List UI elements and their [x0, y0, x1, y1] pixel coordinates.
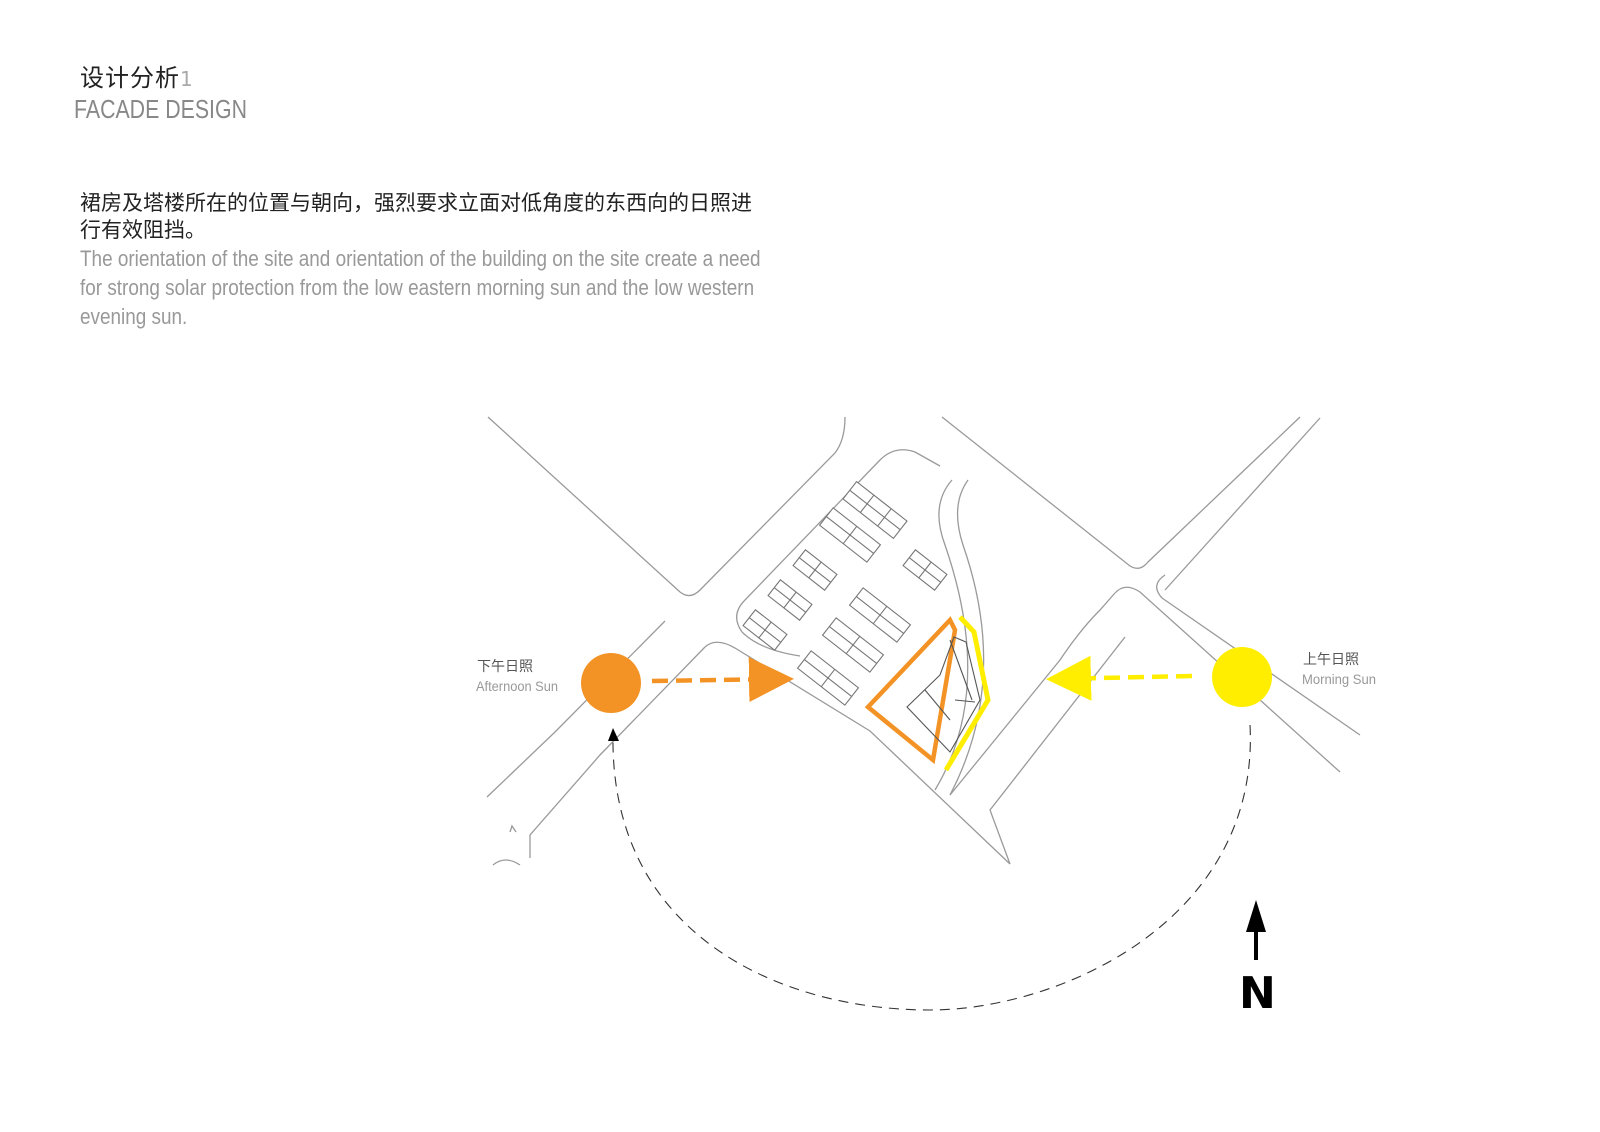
east-facade-highlight — [943, 615, 991, 772]
north-arrow-head-icon — [1246, 900, 1266, 932]
parking-stall — [767, 579, 813, 621]
page-subtitle: FACADE DESIGN — [74, 94, 247, 124]
road-edge — [679, 416, 846, 597]
north-arrow: N — [1239, 900, 1276, 1019]
north-label: N — [1239, 968, 1276, 1019]
road-edge — [486, 620, 666, 798]
road-edge — [949, 592, 1116, 796]
road-detail — [509, 824, 517, 833]
parking-stall — [821, 617, 885, 673]
morning-sun-ray — [1046, 655, 1193, 701]
parking-stall — [792, 549, 838, 591]
road-edge — [1164, 417, 1321, 591]
road-edge — [704, 641, 1011, 865]
description-en: The orientation of the site and orientat… — [80, 246, 761, 329]
afternoon-sun — [581, 653, 641, 713]
page-title-cn: 设计分析 — [80, 64, 180, 92]
parking-stall — [818, 507, 882, 563]
afternoon-sun-ray — [651, 657, 794, 703]
sun-path-arc — [612, 724, 1251, 1011]
road-edge — [941, 416, 1301, 569]
parking-stall — [902, 549, 948, 591]
parking-stall — [842, 480, 908, 540]
building-footprint — [864, 615, 991, 772]
parking-stall — [848, 587, 912, 643]
road-edge — [487, 416, 681, 593]
morning-sun-label-cn: 上午日照 — [1303, 652, 1359, 668]
parking-stall — [742, 609, 788, 651]
road-edge — [529, 646, 706, 858]
road-edge — [1114, 586, 1341, 773]
road-detail — [492, 859, 521, 866]
parking-stalls — [742, 480, 948, 706]
west-facade-highlight — [864, 616, 958, 765]
morning-sun-label-en: Morning Sun — [1302, 671, 1376, 687]
afternoon-sun-label-en: Afternoon Sun — [476, 678, 558, 694]
afternoon-sun-label-cn: 下午日照 — [477, 659, 533, 675]
sun-path-arrowhead — [608, 728, 619, 741]
road-edge — [989, 636, 1126, 865]
site-boundary — [741, 631, 801, 657]
page-number: 1 — [180, 67, 194, 91]
parking-stall — [796, 650, 860, 706]
page-title: 设计分析1 — [80, 58, 194, 93]
description-cn: 裙房及塔楼所在的位置与朝向，强烈要求立面对低角度的东西向的日照进行有效阻挡。 — [80, 191, 752, 242]
site-boundary — [736, 449, 941, 633]
drive-curve — [949, 479, 985, 796]
tower-outline — [906, 636, 981, 753]
morning-sun — [1212, 647, 1272, 707]
